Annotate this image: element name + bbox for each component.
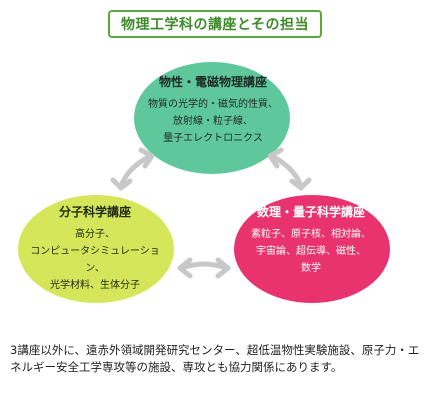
course-left-line-3: 光学材料、生体分子 [50,280,140,291]
arrow-top-right [267,147,312,191]
course-name-left: 分子科学講座 [58,205,131,219]
course-right-line-3: 数学 [301,263,321,274]
ellipse-top [134,62,290,174]
course-top-line-2: 放射線・粒子線、 [173,116,253,127]
diagram-title: 物理工学科の講座とその担当 [108,10,322,38]
course-top-line-1: 物質の光学的・磁気的性質、 [148,99,278,110]
course-top-line-3: 量子エレクトロニクス [163,133,263,144]
course-right-line-1: 素粒子、原子核、相対論、 [251,229,371,240]
arrow-top-left [110,147,155,191]
relationship-diagram [18,62,390,303]
course-math-quantum: 数理・量子科学講座 素粒子、原子核、相対論、 宇宙論、超伝導、磁性、 数学 [246,204,376,294]
ellipse-right [234,195,390,303]
course-right-line-2: 宇宙論、超伝導、磁性、 [256,246,366,257]
course-molecular-science: 分子科学講座 高分子、 コンピュータシミュレーション、 光学材料、生体分子 [30,204,160,294]
course-name-right: 数理・量子科学講座 [256,205,365,219]
course-physical-electromagnetic: 物性・電磁物理講座 物質の光学的・磁気的性質、 放射線・粒子線、 量子エレクトロ… [140,72,286,162]
course-name-top: 物性・電磁物理講座 [158,75,267,89]
ellipse-left [18,195,174,303]
course-left-line-1: 高分子、 [75,229,115,240]
footnote-text: 3講座以外に、遠赤外領域開発研究センター、超低温物性実験施設、原子力・エネルギー… [10,343,420,374]
course-left-line-2: コンピュータシミュレーション、 [30,246,160,274]
arrow-left-right [177,257,231,279]
